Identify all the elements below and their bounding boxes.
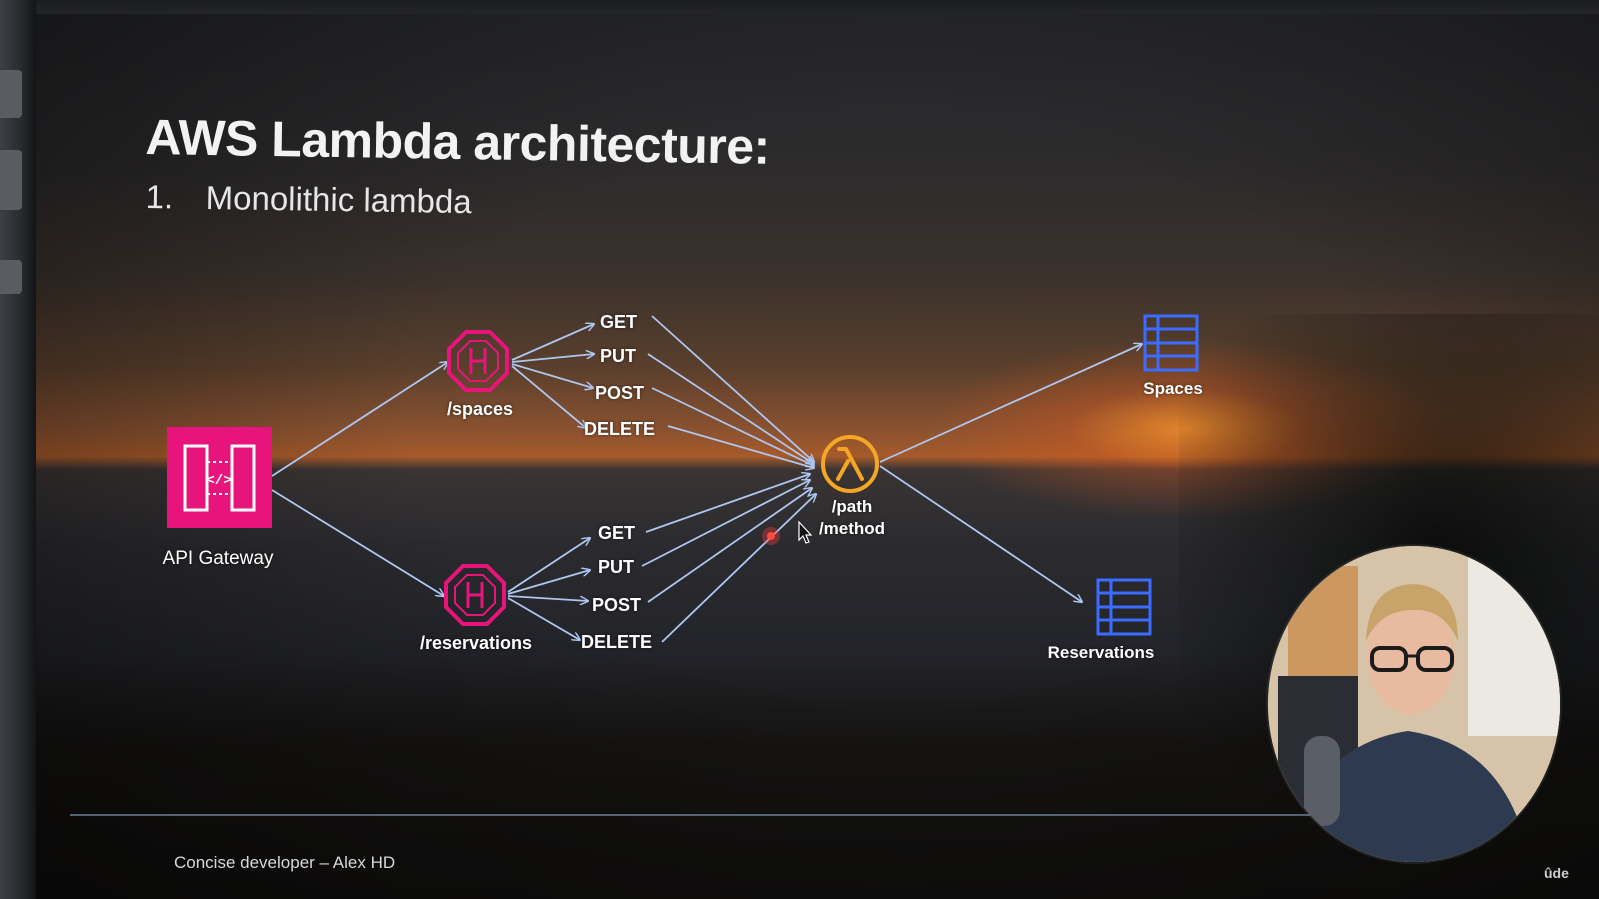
spaces-method-put: PUT <box>600 346 636 366</box>
spaces-table-icon <box>1143 314 1199 372</box>
arrow-spaces-get-to-lambda <box>651 315 814 462</box>
api-gateway-label: API Gateway <box>162 548 274 569</box>
arrow-reservations-put <box>507 570 590 595</box>
arrow-gateway-to-spaces <box>271 362 448 477</box>
arrow-reservations-get <box>507 538 590 593</box>
connection-arrows <box>271 315 1142 643</box>
lambda-icon <box>821 435 879 493</box>
mouse-cursor-icon <box>798 520 813 544</box>
reservations-method-post: POST <box>592 595 642 615</box>
svg-text:</>: </> <box>206 473 231 489</box>
arrow-reservations-get-to-lambda <box>645 474 810 533</box>
spaces-method-get: GET <box>600 312 638 332</box>
arrow-spaces-post-to-lambda <box>651 387 814 466</box>
arrow-reservations-put-to-lambda <box>641 480 810 567</box>
spaces-resource-label: /spaces <box>446 399 514 419</box>
hoodie <box>1288 731 1530 862</box>
arrow-spaces-post <box>511 363 593 388</box>
arrow-spaces-delete <box>511 365 586 428</box>
monitor-bezel-left <box>0 0 36 899</box>
monitor-bezel-top <box>30 0 1599 16</box>
reservations-method-put: PUT <box>598 557 634 577</box>
lambda-label-path: /path <box>831 497 873 516</box>
arrow-reservations-delete-to-lambda <box>661 494 816 643</box>
arrow-gateway-to-reservations <box>271 489 444 596</box>
reservations-method-delete: DELETE <box>581 632 653 652</box>
reservations-resource-label: /reservations <box>419 633 533 653</box>
arrow-lambda-to-spaces-table <box>879 344 1142 463</box>
laser-pointer-dot <box>762 527 780 545</box>
arrow-spaces-put-to-lambda <box>647 353 814 464</box>
spaces-method-post: POST <box>595 383 645 403</box>
presenter-webcam <box>1268 546 1560 862</box>
reservations-table-label: Reservations <box>1047 643 1155 662</box>
arrow-reservations-post-to-lambda <box>647 488 812 603</box>
reservations-table-icon <box>1096 578 1152 636</box>
spaces-method-delete: DELETE <box>584 419 656 439</box>
api-gateway-icon: </> <box>167 427 272 528</box>
arrow-reservations-post <box>507 595 588 601</box>
reservations-method-get: GET <box>598 523 636 543</box>
arrow-lambda-to-reservations-table <box>879 465 1082 602</box>
reservations-resource-icon <box>444 564 506 626</box>
footer-divider <box>70 814 1370 816</box>
arrow-reservations-delete <box>507 597 580 640</box>
microphone <box>1304 736 1340 826</box>
arrow-spaces-delete-to-lambda <box>667 425 814 468</box>
lambda-label-method: /method <box>818 519 886 538</box>
slide-footer: Concise developer – Alex HD <box>174 853 396 872</box>
arrow-spaces-put <box>511 354 594 363</box>
spaces-table-label: Spaces <box>1143 379 1203 398</box>
arrow-spaces-get <box>511 324 594 361</box>
spaces-resource-icon <box>447 330 509 392</box>
watermark-logo: ûde <box>1544 865 1569 881</box>
